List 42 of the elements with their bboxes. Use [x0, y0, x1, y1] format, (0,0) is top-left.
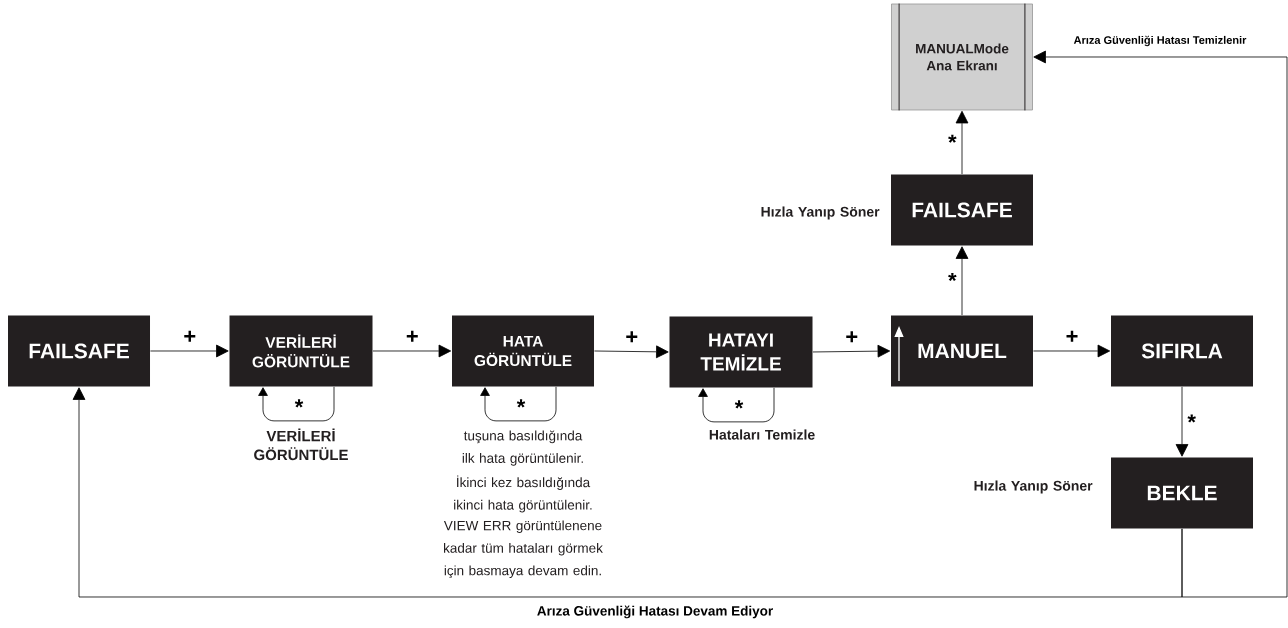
edge-label: Arıza Güvenliği Hatası Devam Ediyor: [535, 604, 775, 620]
edge-label: +: [404, 329, 420, 345]
edge-label: +: [182, 329, 198, 345]
edge-label: *: [293, 398, 305, 416]
arrow: [955, 246, 969, 316]
arrow: [1175, 386, 1189, 457]
edge-label: *: [733, 399, 745, 417]
edge-label: *: [947, 133, 958, 151]
arrow: [258, 386, 335, 422]
state-box: FAILSAFE: [8, 315, 150, 387]
arrow: [812, 344, 891, 358]
state-box: HATA GÖRÜNTÜLE: [452, 315, 594, 387]
edge-label: *: [947, 271, 958, 290]
arrow: [480, 386, 557, 422]
state-box: MANUEL: [891, 315, 1033, 387]
state-box: HATAYI TEMİZLE: [669, 316, 813, 388]
arrow: [72, 387, 1183, 598]
arrow: [955, 110, 969, 175]
arrow: [594, 345, 669, 359]
caption-text: VIEW ERR görüntülenene kadar tüm hataları görmek için basmaya devam edin.: [443, 520, 603, 578]
edge-label: *: [1186, 413, 1197, 431]
screen-box: MANUALMode Ana Ekranı: [891, 3, 1033, 111]
state-box: VERİLERİ GÖRÜNTÜLE: [229, 315, 373, 387]
edge-label: +: [624, 330, 640, 346]
edge-label: Arıza Güvenliği Hatası Temizlenir: [1072, 34, 1248, 48]
caption-text: tuşuna basıldığında ilk hata görüntülenir.: [462, 430, 583, 466]
state-box: BEKLE: [1111, 457, 1253, 529]
caption-text: İkinci kez basıldığında ikinci hata görüntülenir.: [454, 475, 592, 513]
state-box: SIFIRLA: [1111, 315, 1253, 387]
edge-label: +: [1064, 329, 1080, 345]
arrow: [1033, 50, 1288, 598]
state-box: FAILSAFE: [891, 174, 1033, 246]
arrow: [698, 387, 775, 423]
caption-text: VERİLERİ GÖRÜNTÜLE: [254, 428, 348, 461]
caption-text: Hızla Yanıp Söner: [761, 206, 880, 220]
edge-label: *: [515, 398, 527, 416]
arrow: [150, 344, 229, 358]
edge-label: +: [844, 330, 860, 346]
arrow: [1033, 344, 1111, 358]
caption-text: Hataları Temizle: [709, 429, 815, 440]
arrow: [372, 344, 452, 358]
caption-text: Hızla Yanıp Söner: [974, 480, 1093, 494]
